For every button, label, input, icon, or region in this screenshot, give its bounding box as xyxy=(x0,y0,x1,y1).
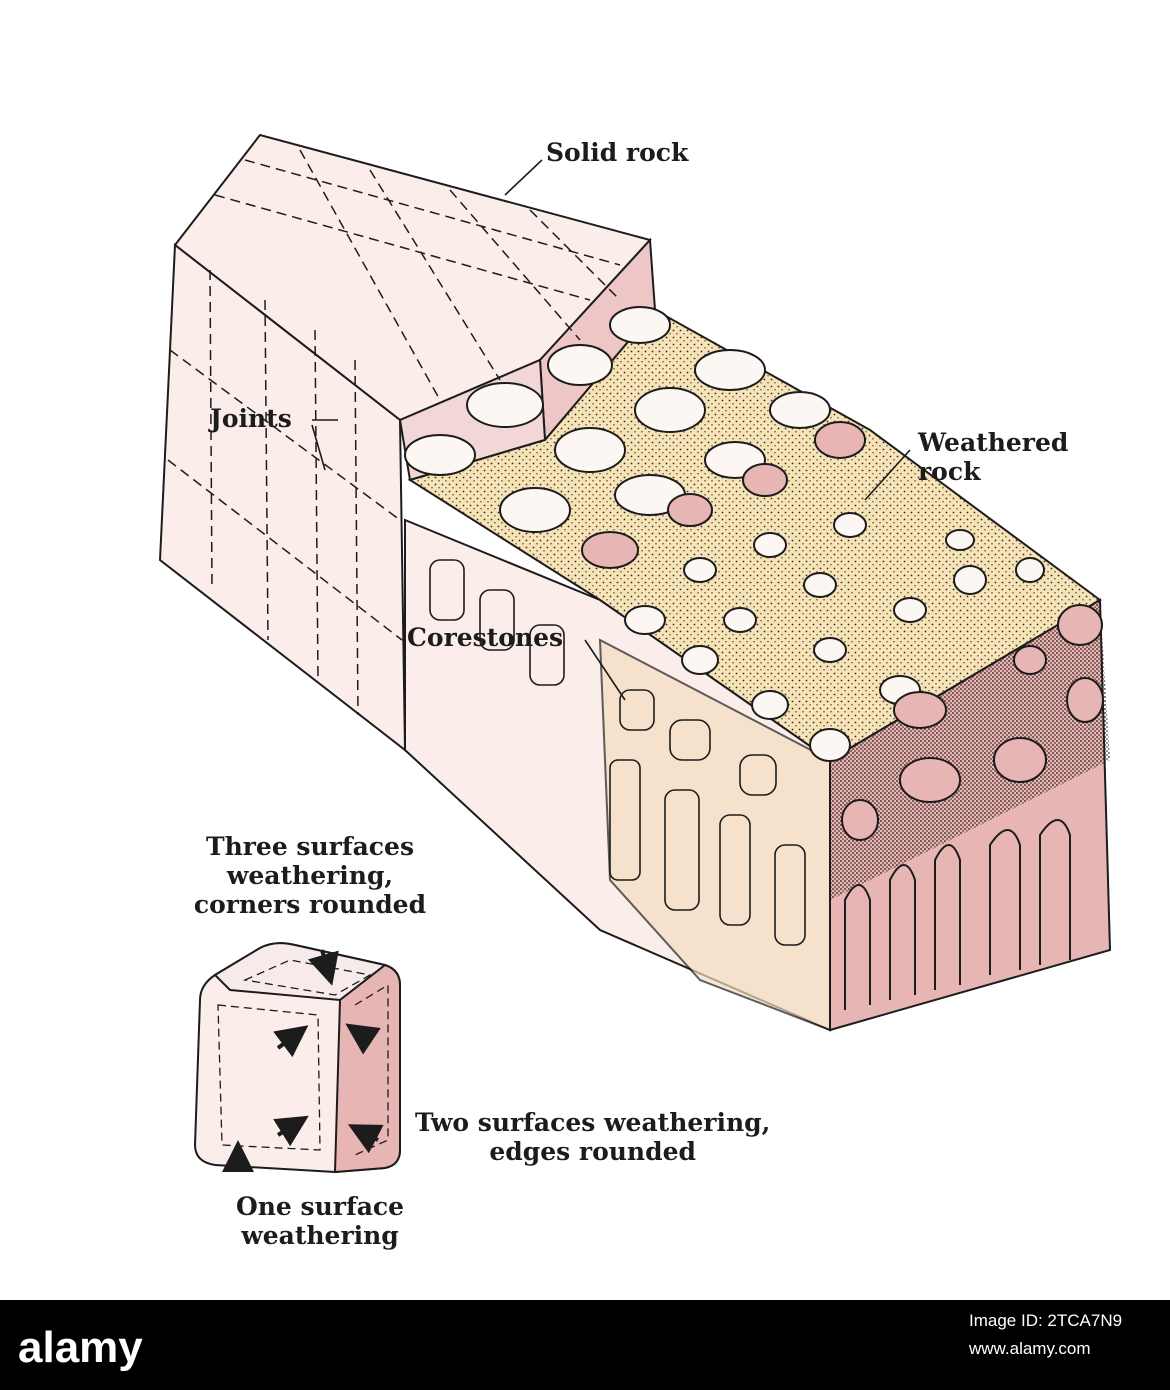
footer-url: www.alamy.com xyxy=(969,1339,1091,1358)
joint-lines xyxy=(167,149,621,716)
weathering-arrows xyxy=(222,949,384,1172)
front-face-blocks xyxy=(429,559,806,946)
label-joints: Joints xyxy=(210,404,292,433)
label-two-surfaces: Two surfaces weathering, edges rounded xyxy=(415,1108,771,1166)
watermark-footer xyxy=(0,1300,1170,1390)
label-weathered-rock: Weathered rock xyxy=(918,428,1069,486)
weathered-rock-zone xyxy=(404,308,1112,1032)
image-id: Image ID: 2TCA7N9 xyxy=(969,1311,1123,1330)
end-face-columns xyxy=(841,737,1071,1010)
label-solid-rock: Solid rock xyxy=(546,138,689,167)
corestones xyxy=(404,306,1104,762)
label-one-surface: One surface weathering xyxy=(235,1192,405,1250)
solid-rock-block xyxy=(158,133,657,753)
alamy-logo: alamy xyxy=(18,1323,143,1372)
leader-lines xyxy=(311,159,911,701)
label-three-surfaces: Three surfaces weathering, corners round… xyxy=(193,832,427,919)
weathering-diagram xyxy=(158,133,1112,1174)
label-corestones: Corestones xyxy=(407,623,564,652)
inset-cube xyxy=(193,942,401,1174)
svg-text:alamy: alamy xyxy=(18,1323,143,1372)
